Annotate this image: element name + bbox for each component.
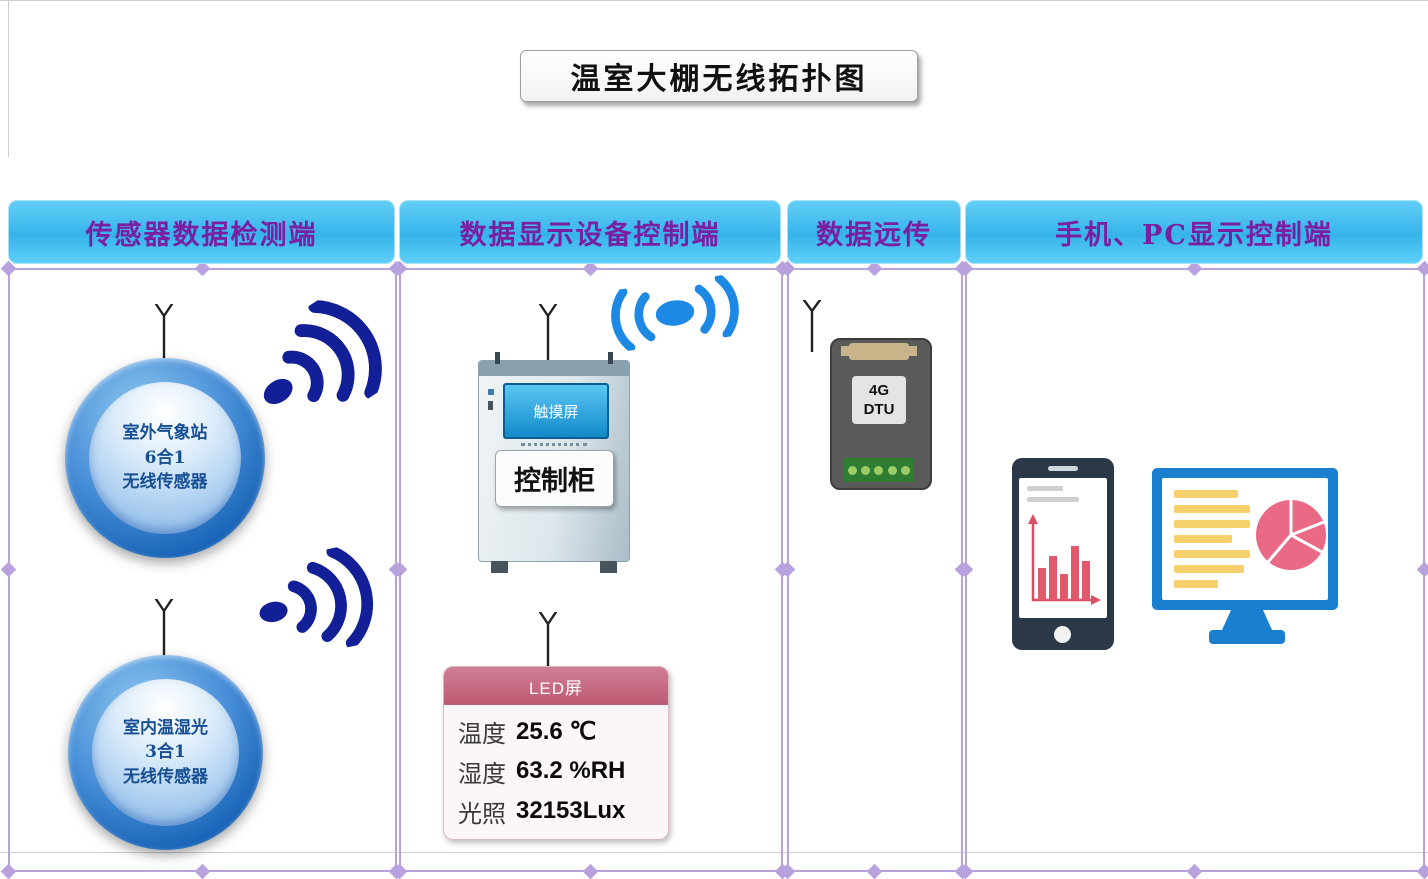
corner-ornament — [0, 863, 17, 879]
led-row-label: 温度 — [458, 719, 506, 748]
cabinet-top-panel — [479, 361, 629, 376]
terminal-dot — [861, 465, 871, 475]
led-row-label: 光照 — [458, 799, 506, 828]
touch-screen: 触摸屏 — [503, 383, 609, 439]
text-line — [1174, 505, 1250, 513]
cabinet-post-icon — [608, 352, 613, 364]
monitor-stand-neck — [1222, 610, 1272, 630]
cabinet-label-text: 控制柜 — [514, 466, 595, 497]
terminal-dot — [848, 465, 858, 475]
edge-ornament — [0, 561, 17, 578]
cabinet-foot — [600, 561, 617, 573]
led-row-light: 光照 32153Lux — [458, 791, 668, 831]
control-cabinet: 触摸屏 控制柜 — [478, 352, 630, 573]
canvas-border-bottom — [0, 852, 1428, 853]
sensor-type: 无线传感器 — [122, 472, 208, 493]
diagram-title: 温室大棚无线拓扑图 — [520, 50, 918, 102]
edge-ornament — [866, 863, 883, 879]
panel-phone-pc — [957, 260, 1428, 879]
led-readings: 温度 25.6 ℃ 湿度 63.2 %RH 光照 32153Lux — [444, 705, 668, 831]
led-row-humidity: 湿度 63.2 %RH — [458, 751, 668, 791]
led-row-value: 32153Lux — [516, 797, 626, 824]
led-row-value: 63.2 %RH — [516, 757, 626, 784]
sensor-face: 室外气象站 6合1 无线传感器 — [89, 382, 241, 534]
terminal-dot — [900, 465, 910, 475]
bar-chart-icon — [1028, 514, 1101, 605]
sensor-name: 室内温湿光 — [123, 717, 208, 738]
antenna-icon — [154, 599, 174, 655]
antenna-icon — [538, 304, 558, 362]
cabinet-switch — [488, 401, 493, 410]
monitor-screen-content — [1162, 478, 1328, 600]
text-line — [1174, 580, 1218, 588]
column-header-label: 数据显示设备控制端 — [459, 219, 721, 251]
column-header-label: 传感器数据检测端 — [85, 219, 318, 251]
column-header-sensor-detection: 传感器数据检测端 — [8, 200, 395, 264]
sensor-type: 无线传感器 — [123, 766, 208, 787]
cabinet-label: 控制柜 — [495, 450, 614, 507]
column-header-label: 手机、PC显示控制端 — [1055, 219, 1333, 251]
led-display-panel: LED屏 温度 25.6 ℃ 湿度 63.2 %RH 光照 32153Lux — [443, 666, 669, 840]
wireless-sensor-outdoor: 室外气象站 6合1 无线传感器 — [65, 358, 265, 558]
terminal-dot — [874, 465, 884, 475]
column-header-display-control: 数据显示设备控制端 — [399, 200, 781, 264]
led-panel-header: LED屏 — [444, 667, 668, 705]
canvas-border-left — [8, 0, 9, 157]
phone-screen — [1019, 478, 1107, 618]
antenna-icon — [154, 304, 174, 360]
cabinet-vent-dots — [521, 443, 587, 446]
wireless-broadcast-icon — [611, 274, 739, 352]
dtu-label-line2: DTU — [863, 401, 895, 418]
edge-ornament — [582, 863, 599, 879]
diagram-title-text: 温室大棚无线拓扑图 — [570, 62, 868, 97]
phone-icon — [1012, 458, 1114, 650]
text-line — [1027, 486, 1063, 491]
dtu-label: 4G DTU — [852, 376, 906, 424]
text-line — [1174, 520, 1250, 528]
canvas-border-top — [0, 0, 1428, 1]
column-header-remote-transmission: 数据远传 — [787, 200, 961, 264]
text-line — [1174, 490, 1238, 498]
sensor-face: 室内温湿光 3合1 无线传感器 — [92, 679, 239, 826]
terminal-dot — [887, 465, 897, 475]
led-row-label: 湿度 — [458, 759, 506, 788]
dtu-label-line1: 4G — [868, 381, 889, 399]
column-header-phone-pc: 手机、PC显示控制端 — [965, 200, 1423, 264]
sensor-name: 室外气象站 — [122, 423, 208, 444]
monitor-icon — [1152, 468, 1338, 610]
edge-ornament — [194, 863, 210, 879]
edge-ornament — [1416, 561, 1428, 578]
text-line — [1027, 497, 1079, 502]
wifi-signal-icon — [259, 545, 374, 649]
antenna-icon — [802, 300, 822, 352]
dtu-4g-device: 4G DTU — [830, 338, 932, 490]
dtu-top-connector — [841, 343, 917, 360]
led-header-text: LED屏 — [528, 678, 584, 698]
text-line — [1174, 550, 1250, 558]
pie-chart-icon — [1256, 500, 1326, 570]
text-line — [1174, 565, 1244, 573]
sensor-model: 6合1 — [144, 447, 186, 468]
antenna-icon — [538, 612, 558, 668]
wifi-signal-icon — [263, 300, 382, 404]
edge-ornament — [1186, 863, 1203, 879]
dtu-terminal-block — [844, 458, 914, 482]
column-header-label: 数据远传 — [816, 219, 932, 251]
touch-screen-label: 触摸屏 — [533, 402, 579, 421]
corner-ornament — [1416, 863, 1428, 879]
monitor-stand-base — [1209, 630, 1285, 644]
cabinet-foot — [491, 561, 508, 573]
corner-ornament — [1416, 260, 1428, 277]
text-line — [1174, 535, 1232, 543]
wireless-sensor-indoor: 室内温湿光 3合1 无线传感器 — [68, 655, 263, 850]
led-row-temperature: 温度 25.6 ℃ — [458, 711, 668, 751]
led-row-value: 25.6 ℃ — [516, 717, 597, 745]
cabinet-post-icon — [495, 352, 500, 364]
phone-speaker — [1048, 466, 1078, 471]
cabinet-indicator — [488, 389, 494, 395]
phone-home-button — [1054, 626, 1071, 643]
sensor-model: 3合1 — [145, 742, 186, 763]
